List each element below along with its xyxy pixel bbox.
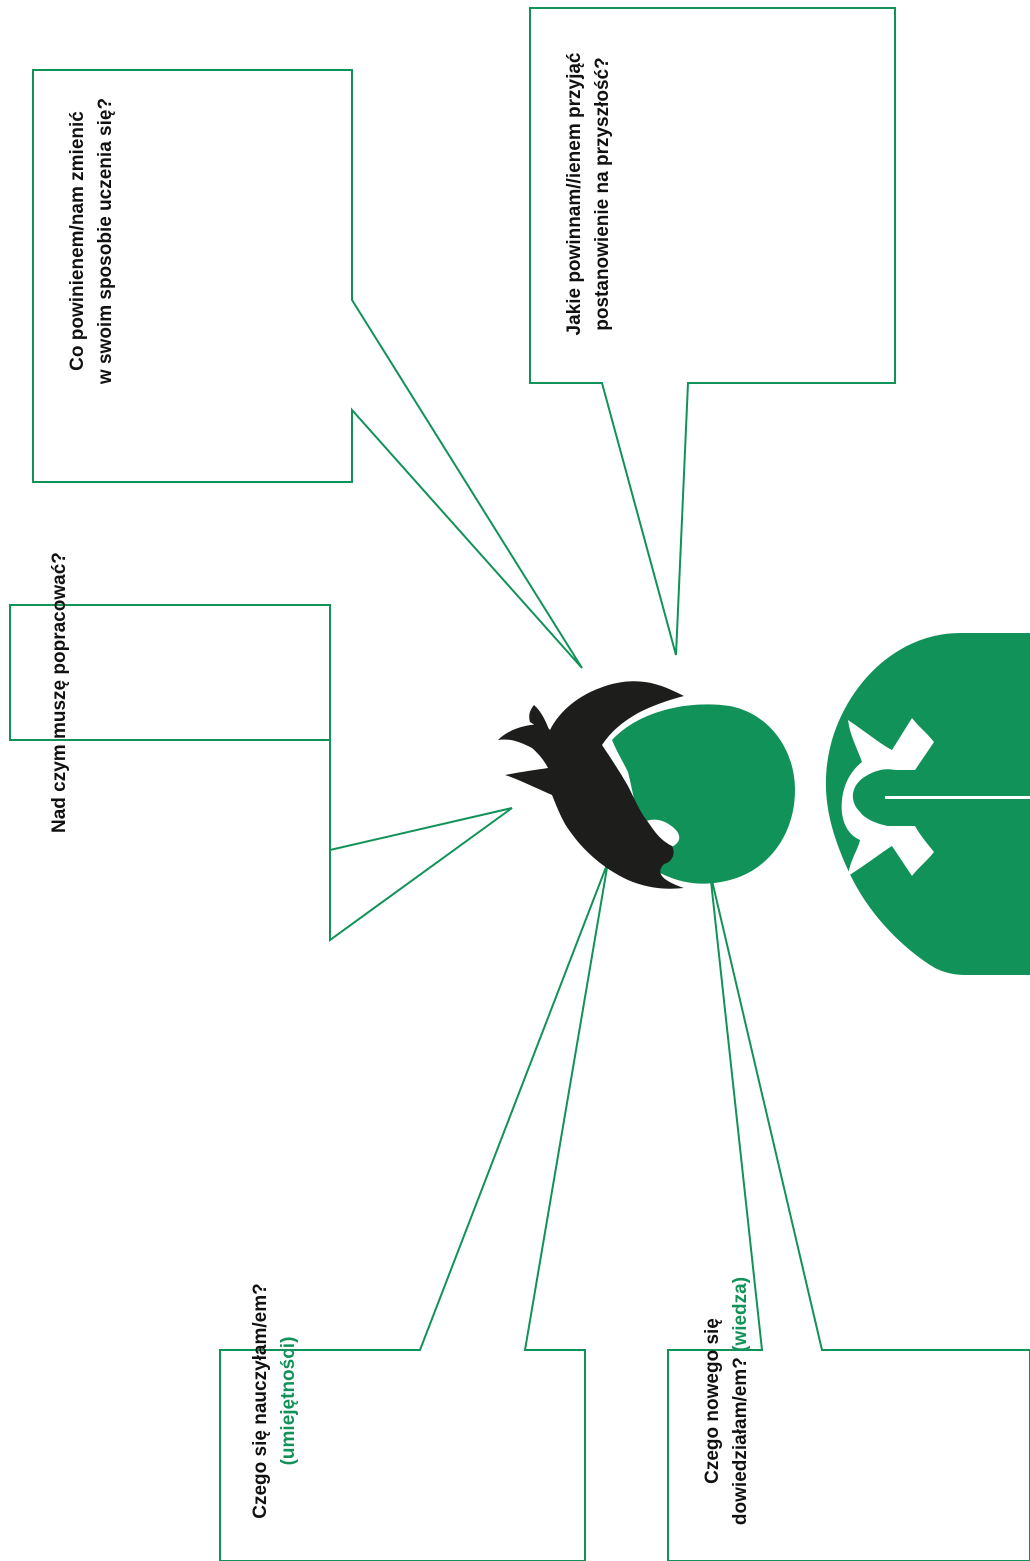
person-body (825, 633, 1030, 975)
label-change-learning-line1: Co powinienem/nam zmienić (67, 111, 88, 371)
label-found-out-line2-accent: (wiedza) (730, 1276, 751, 1352)
bubble-resolution (529, 7, 896, 656)
label-change-learning: Co powinienem/nam zmienić w swoim sposob… (64, 91, 120, 391)
label-work-on: Nad czym muszę popracować? (46, 552, 74, 833)
label-found-out-line2-text: dowiedziałam/em? (730, 1357, 751, 1526)
label-learned: Czego się nauczyłam/em? (umiejętności) (247, 1271, 303, 1531)
label-found-out-line1: Czego nowego się (702, 1318, 723, 1484)
label-resolution-line2: postanowienie na przyszłość? (592, 57, 613, 331)
person-face (612, 704, 795, 884)
label-found-out-line2: dowiedziałam/em? (wiedza) (727, 1271, 755, 1531)
label-change-learning-line2: w swoim sposobie uczenia się? (95, 97, 116, 385)
bubble-change-learning (32, 69, 583, 669)
label-found-out: Czego nowego się dowiedziałam/em? (wiedz… (699, 1271, 755, 1531)
shirt-line (885, 796, 1030, 799)
bubble-found-out (667, 871, 1030, 1561)
person-icon (498, 633, 1030, 975)
label-learned-line1: Czego się nauczyłam/em? (250, 1283, 271, 1519)
label-resolution: Jakie powinnam//ienem przyjąć postanowie… (561, 34, 617, 354)
bubble-learned (219, 861, 609, 1561)
label-resolution-line1: Jakie powinnam//ienem przyjąć (564, 52, 585, 336)
person-hair (498, 681, 684, 889)
label-learned-line2: (umiejętności) (278, 1336, 299, 1466)
collar-icon (841, 718, 934, 876)
label-work-on-line1: Nad czym muszę popracować? (49, 552, 70, 833)
bubble-work-on (9, 604, 513, 942)
